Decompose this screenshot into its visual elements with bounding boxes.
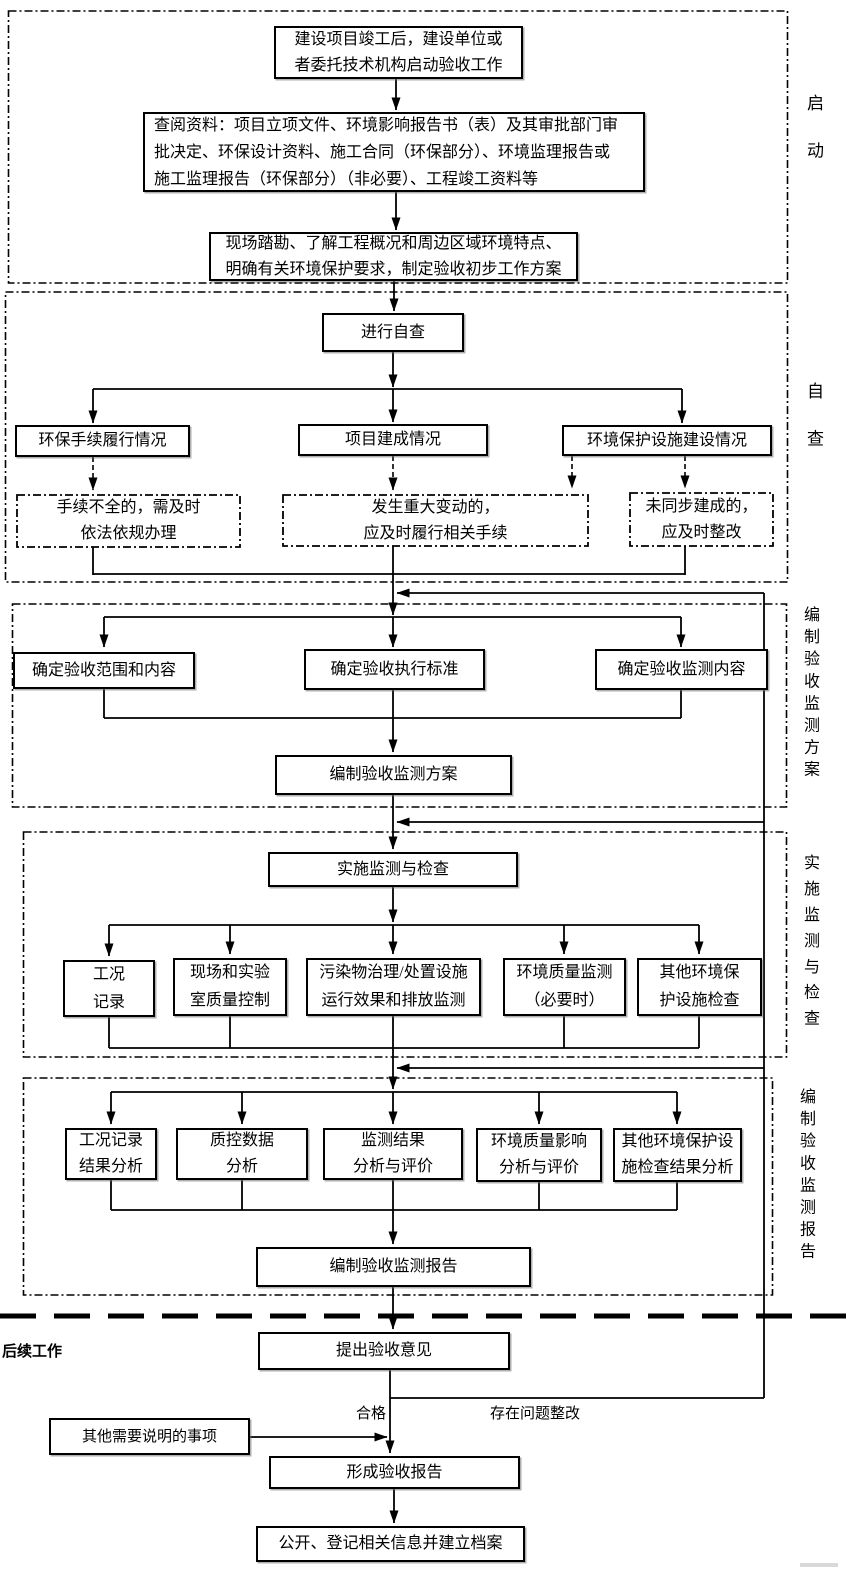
box-define-standards: 确定验收执行标准: [304, 649, 485, 690]
box-ep-procedure-status: 环保手续履行情况: [15, 425, 190, 457]
box-pollutant-monitoring: 污染物治理/处置设施 运行效果和排放监测: [306, 958, 481, 1016]
section-borders: [4, 10, 789, 1296]
branch-label-pass: 合格: [355, 1406, 386, 1422]
box-site-survey: 现场踏勘、了解工程概况和周边区域环境特点、 明确有关环境保护要求，制定验收初步工…: [209, 232, 578, 281]
stage-label-self-check: 自查: [804, 382, 823, 478]
box-env-quality-monitoring: 环境质量监测 （必要时）: [503, 958, 626, 1016]
box-publish-archive: 公开、登记相关信息并建立档案: [256, 1526, 525, 1562]
outcome-box-fix-major-change-border: [282, 494, 589, 547]
box-env-impact-evaluation: 环境质量影响 分析与评价: [476, 1128, 602, 1182]
branch-label-rectify: 存在问题整改: [490, 1406, 581, 1422]
box-build-status: 项目建成情况: [298, 424, 488, 456]
box-condition-analysis: 工况记录 结果分析: [65, 1128, 157, 1180]
box-result-evaluation: 监测结果 分析与评价: [323, 1128, 463, 1180]
stage-label-implement: 实施监测与检查: [801, 854, 818, 1036]
section-plan-border: [11, 603, 788, 808]
self-check-outcome-arrows: [88, 456, 690, 491]
followup-stage-label: 后续工作: [2, 1344, 63, 1360]
section-startup-border: [7, 10, 789, 284]
scan-artifact: [800, 1563, 838, 1567]
box-condition-record: 工况 记录: [63, 960, 155, 1017]
box-ep-facility-status: 环境保护设施建设情况: [562, 425, 772, 456]
main-flow-arrows: [88, 79, 704, 1524]
box-other-facility-analysis: 其他环境保护设 施检查结果分析: [613, 1128, 742, 1182]
box-other-notes: 其他需要说明的事项: [49, 1418, 250, 1455]
rectification-feedback-line: [390, 588, 765, 1399]
box-qc-control: 现场和实验 室质量控制: [173, 958, 287, 1016]
box-define-scope: 确定验收范围和内容: [13, 652, 195, 689]
box-prepare-report: 编制验收监测报告: [256, 1247, 531, 1287]
section-implement-border: [22, 831, 788, 1058]
box-define-monitoring: 确定验收监测内容: [595, 649, 768, 690]
box-other-facility-check: 其他环境保 护设施检查: [637, 958, 762, 1016]
box-project-completion-kickoff: 建设项目竣工后，建设单位或 者委托技术机构启动验收工作: [274, 26, 523, 79]
box-fix-not-synced: 未同步建成的， 应及时整改: [645, 497, 758, 541]
stage-label-prepare-plan: 编制验收监测方案: [801, 606, 818, 783]
section-selfcheck-border: [4, 291, 789, 583]
outcome-box-fix-not-synced-border: [629, 492, 774, 547]
section-report-border: [22, 1077, 774, 1296]
box-acceptance-opinion: 提出验收意见: [258, 1332, 510, 1370]
outcome-box-fix-procedures-border: [16, 494, 241, 548]
box-implement-check: 实施监测与检查: [268, 852, 518, 887]
box-fix-major-change: 发生重大变动的， 应及时履行相关手续: [363, 498, 508, 542]
box-review-materials: 查阅资料：项目立项文件、环境影响报告书（表）及其审批部门审 批决定、环保设计资料…: [143, 112, 645, 192]
outcome-box-borders: [16, 492, 774, 548]
box-qc-data-analysis: 质控数据 分析: [176, 1128, 308, 1180]
stage-label-startup: 启动: [804, 94, 823, 190]
box-do-self-check: 进行自查: [322, 313, 464, 352]
box-form-report: 形成验收报告: [269, 1456, 520, 1489]
box-fix-procedures: 手续不全的，需及时 依法依规办理: [56, 499, 201, 542]
stage-label-prepare-report: 编制验收监测报告: [797, 1088, 814, 1265]
box-prepare-plan: 编制验收监测方案: [275, 755, 512, 795]
